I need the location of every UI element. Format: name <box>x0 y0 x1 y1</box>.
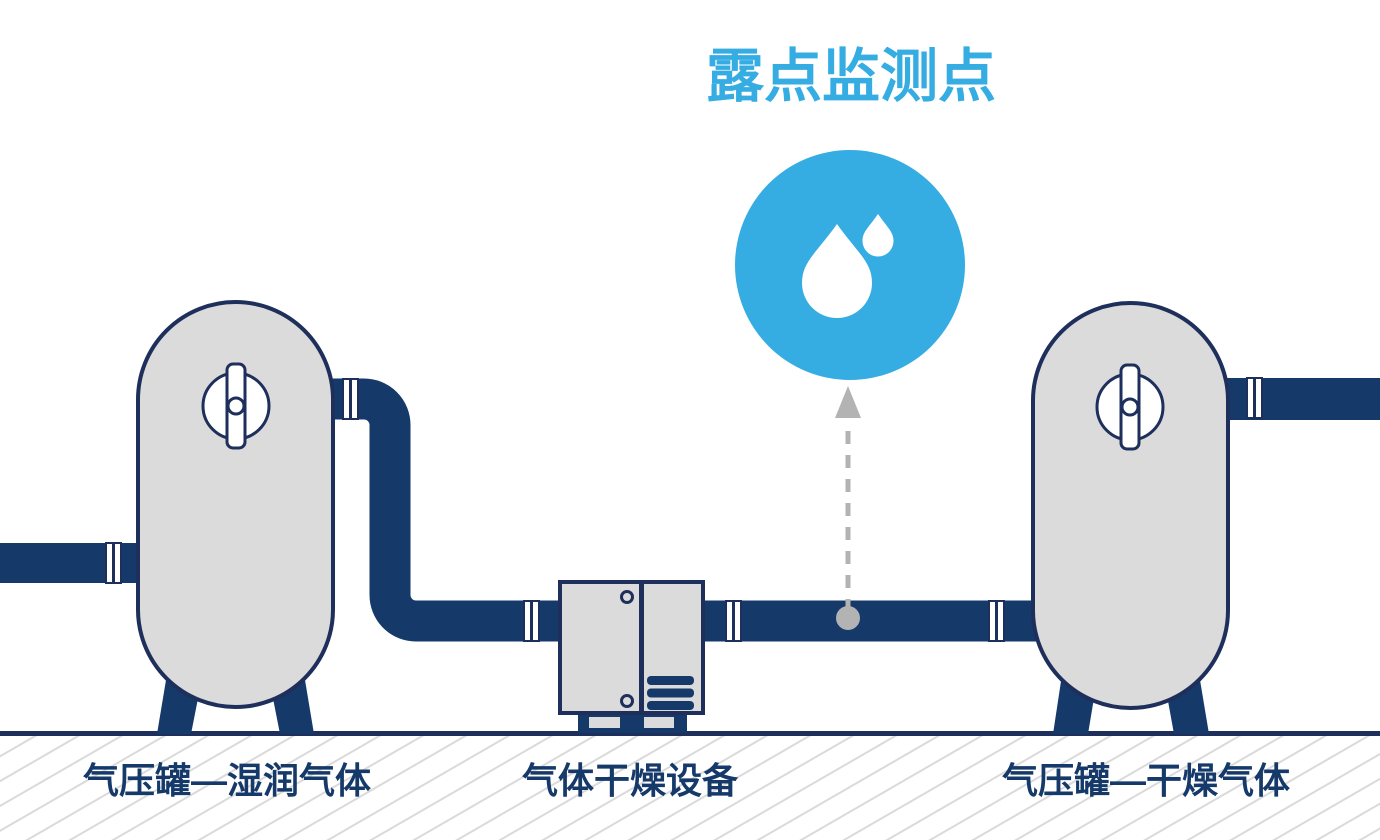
dewpoint-marker <box>735 150 965 630</box>
inlet-pipe <box>0 543 146 583</box>
dryer-vent-icon <box>647 676 694 710</box>
wet-tank-label: 气压罐—湿润气体 <box>83 760 371 801</box>
dryer-base-slot <box>644 717 674 728</box>
pipe-tap-dot <box>836 606 860 630</box>
large-drop <box>802 224 872 318</box>
dry-tank-label: 气压罐—干燥气体 <box>1002 760 1290 801</box>
pipe-coupling <box>724 599 743 643</box>
ground-hatch <box>0 736 1380 840</box>
dryer-screw-icon <box>620 694 634 708</box>
small-drop <box>862 214 894 257</box>
tank-body <box>1031 301 1230 710</box>
pipe-coupling <box>522 599 541 643</box>
dry-air-tank <box>1031 301 1230 710</box>
main-pipe <box>331 378 1040 642</box>
dryer-base-slot <box>589 717 620 728</box>
tank-body <box>136 300 335 709</box>
dryer-label: 气体干燥设备 <box>522 760 739 801</box>
ground-line <box>0 731 1380 736</box>
ground <box>0 731 1380 840</box>
water-drops-icon <box>735 150 965 380</box>
wet-air-tank <box>136 300 335 709</box>
gas-dryer-unit <box>558 580 705 733</box>
outlet-pipe <box>1222 378 1380 420</box>
dryer-screw-icon <box>620 590 634 604</box>
pipe-coupling <box>341 377 360 421</box>
pipe-coupling <box>1245 376 1264 420</box>
pipe-coupling <box>987 599 1006 643</box>
pipe-coupling <box>104 541 123 585</box>
page-title: 露点监测点 <box>706 44 996 109</box>
marker-arrowhead-icon <box>835 386 861 418</box>
